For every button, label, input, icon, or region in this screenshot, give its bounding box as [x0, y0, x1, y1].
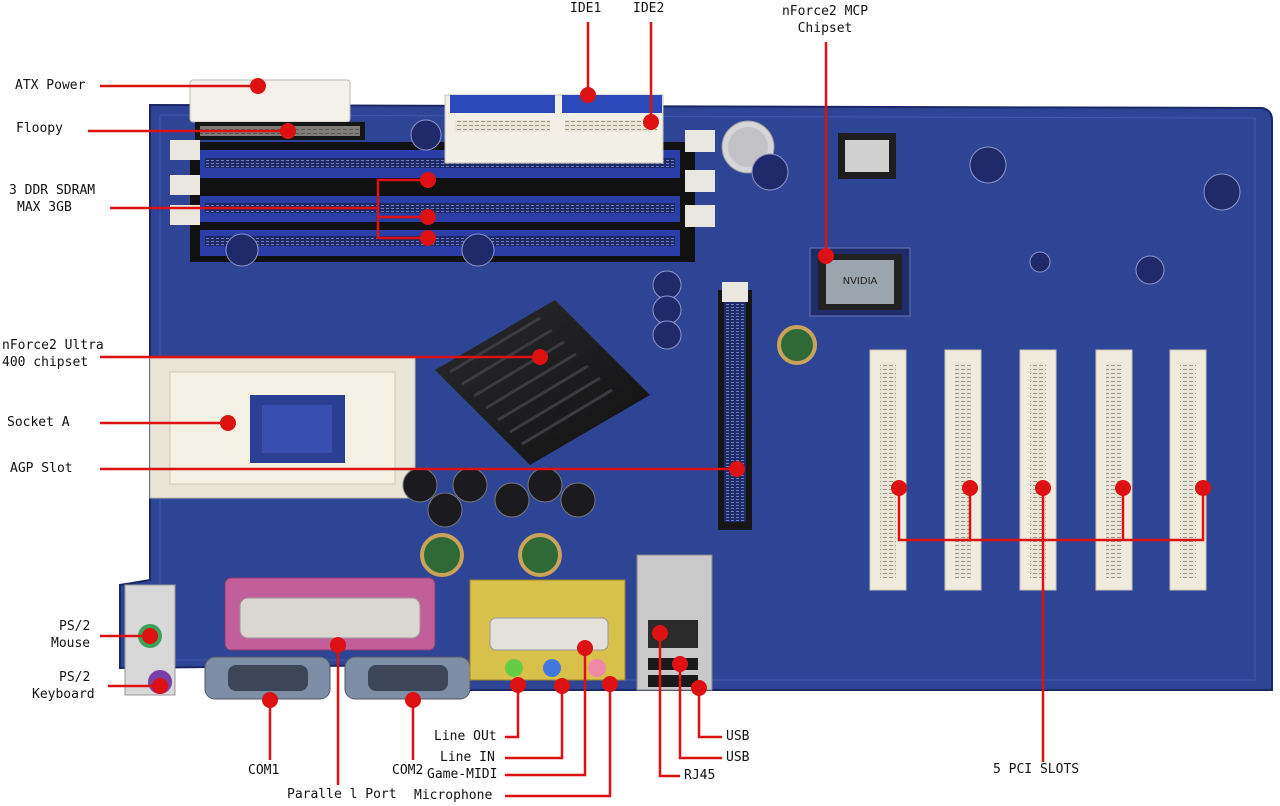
label-rj45: RJ45	[684, 768, 716, 783]
label-mcp-line1: nForce2 MCP	[781, 4, 869, 19]
label-ps2-mouse-line2: Mouse	[51, 636, 91, 651]
label-usb-2: USB	[726, 750, 750, 765]
label-com1: COM1	[248, 763, 280, 778]
label-agp-slot: AGP Slot	[10, 461, 73, 476]
label-nforce2-ultra-line2: 400 chipset	[2, 355, 89, 370]
label-usb-1: USB	[726, 729, 750, 744]
label-ps2-mouse-line1: PS/2	[59, 619, 91, 634]
label-com2: COM2	[392, 763, 424, 778]
label-socket-a: Socket A	[7, 415, 70, 430]
label-nforce2-ultra-line1: nForce2 Ultra	[2, 338, 104, 353]
label-parallel-port: Paralle l Port	[287, 787, 397, 802]
label-ddr-line2: MAX 3GB	[17, 200, 72, 215]
cpu-socket	[149, 357, 416, 499]
label-ide1: IDE1	[570, 1, 602, 16]
label-ide2: IDE2	[633, 1, 665, 16]
label-microphone: Microphone	[414, 788, 493, 803]
label-ddr-line1: 3 DDR SDRAM	[9, 183, 96, 198]
northbridge-heatsink	[435, 300, 650, 465]
label-atx-power: ATX Power	[15, 78, 86, 93]
label-line-out: Line OUt	[434, 729, 497, 744]
label-ps2-keyboard-line2: Keyboard	[32, 687, 95, 702]
label-ps2-keyboard-line1: PS/2	[59, 670, 91, 685]
svg-text:NVIDIA: NVIDIA	[843, 276, 878, 287]
label-floppy: Floopy	[16, 121, 63, 136]
label-game-midi: Game-MIDI	[427, 767, 498, 782]
label-pci-slots: 5 PCI SLOTS	[993, 762, 1080, 777]
label-mcp-line2: Chipset	[797, 21, 853, 36]
label-line-in: Line IN	[440, 750, 495, 765]
